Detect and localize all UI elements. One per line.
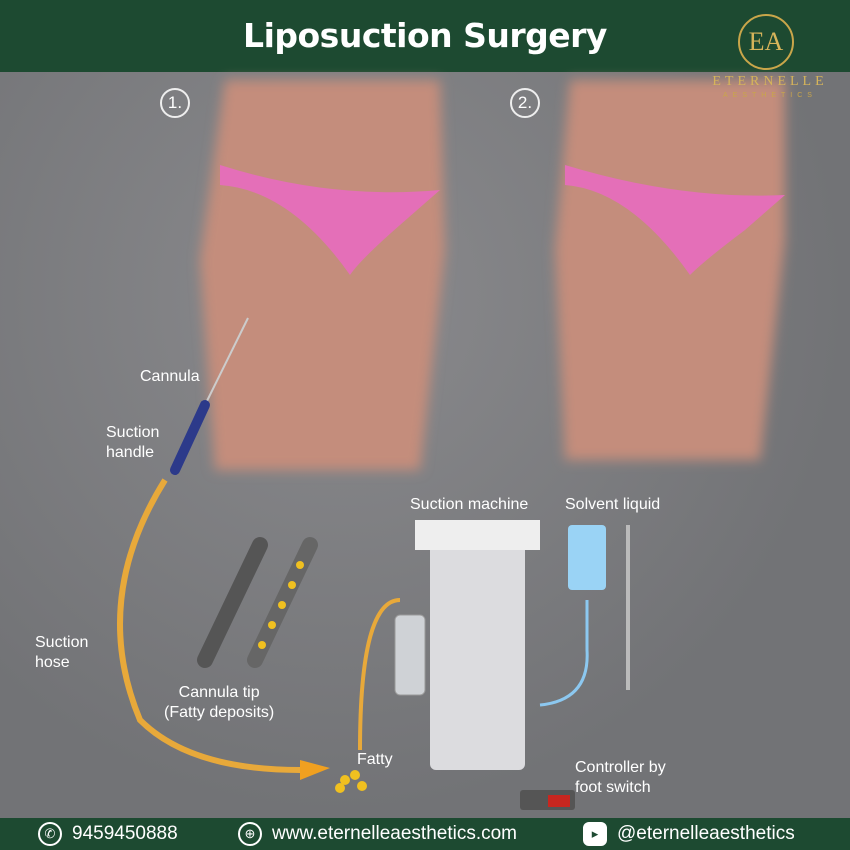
label-solvent-liquid: Solvent liquid [565, 496, 661, 513]
suction-handle [170, 400, 210, 475]
brand-subtitle: AESTHETICS [723, 92, 817, 99]
collection-canister [394, 614, 426, 696]
label-cannula-tip: Cannula tip (Fatty deposits) [164, 684, 275, 721]
globe-icon: ⊕ [238, 822, 262, 846]
phone-icon: ✆ [38, 822, 62, 846]
logo: EA [738, 14, 794, 70]
youtube-icon: ▸ [583, 822, 607, 846]
label-controller: Controller by foot switch [575, 759, 666, 796]
label-suction-hose: Suction hose [35, 634, 89, 671]
suction-hose [117, 478, 301, 773]
step-2-badge: 2. [510, 88, 540, 118]
brand-name: ETERNELLE [712, 74, 828, 89]
label-suction-handle: Suction handle [106, 424, 160, 461]
label-fatty: Fatty [357, 751, 393, 768]
underwear-after [565, 165, 785, 275]
arrow-icon [300, 760, 330, 780]
footer: ✆ 9459450888 ⊕ www.eternelleaesthetics.com… [0, 818, 850, 850]
underwear-before [220, 165, 440, 275]
website-link[interactable]: www.eternelleaesthetics.com [272, 823, 517, 844]
step-1-badge: 1. [160, 88, 190, 118]
suction-machine [430, 520, 525, 770]
header: Liposuction Surgery [0, 0, 850, 72]
solvent-bag [568, 525, 606, 590]
label-suction-machine: Suction machine [410, 496, 529, 513]
body-after [555, 80, 785, 460]
cannula [204, 317, 249, 406]
page-title: Liposuction Surgery [243, 16, 607, 55]
fat-deposits [258, 561, 367, 793]
label-cannula: Cannula [140, 368, 200, 385]
phone-number[interactable]: 9459450888 [72, 823, 178, 844]
machine-top [415, 520, 540, 550]
cannula-tip-empty [197, 537, 268, 668]
body-before [200, 80, 445, 470]
social-handle[interactable]: @eternelleaesthetics [617, 823, 795, 844]
